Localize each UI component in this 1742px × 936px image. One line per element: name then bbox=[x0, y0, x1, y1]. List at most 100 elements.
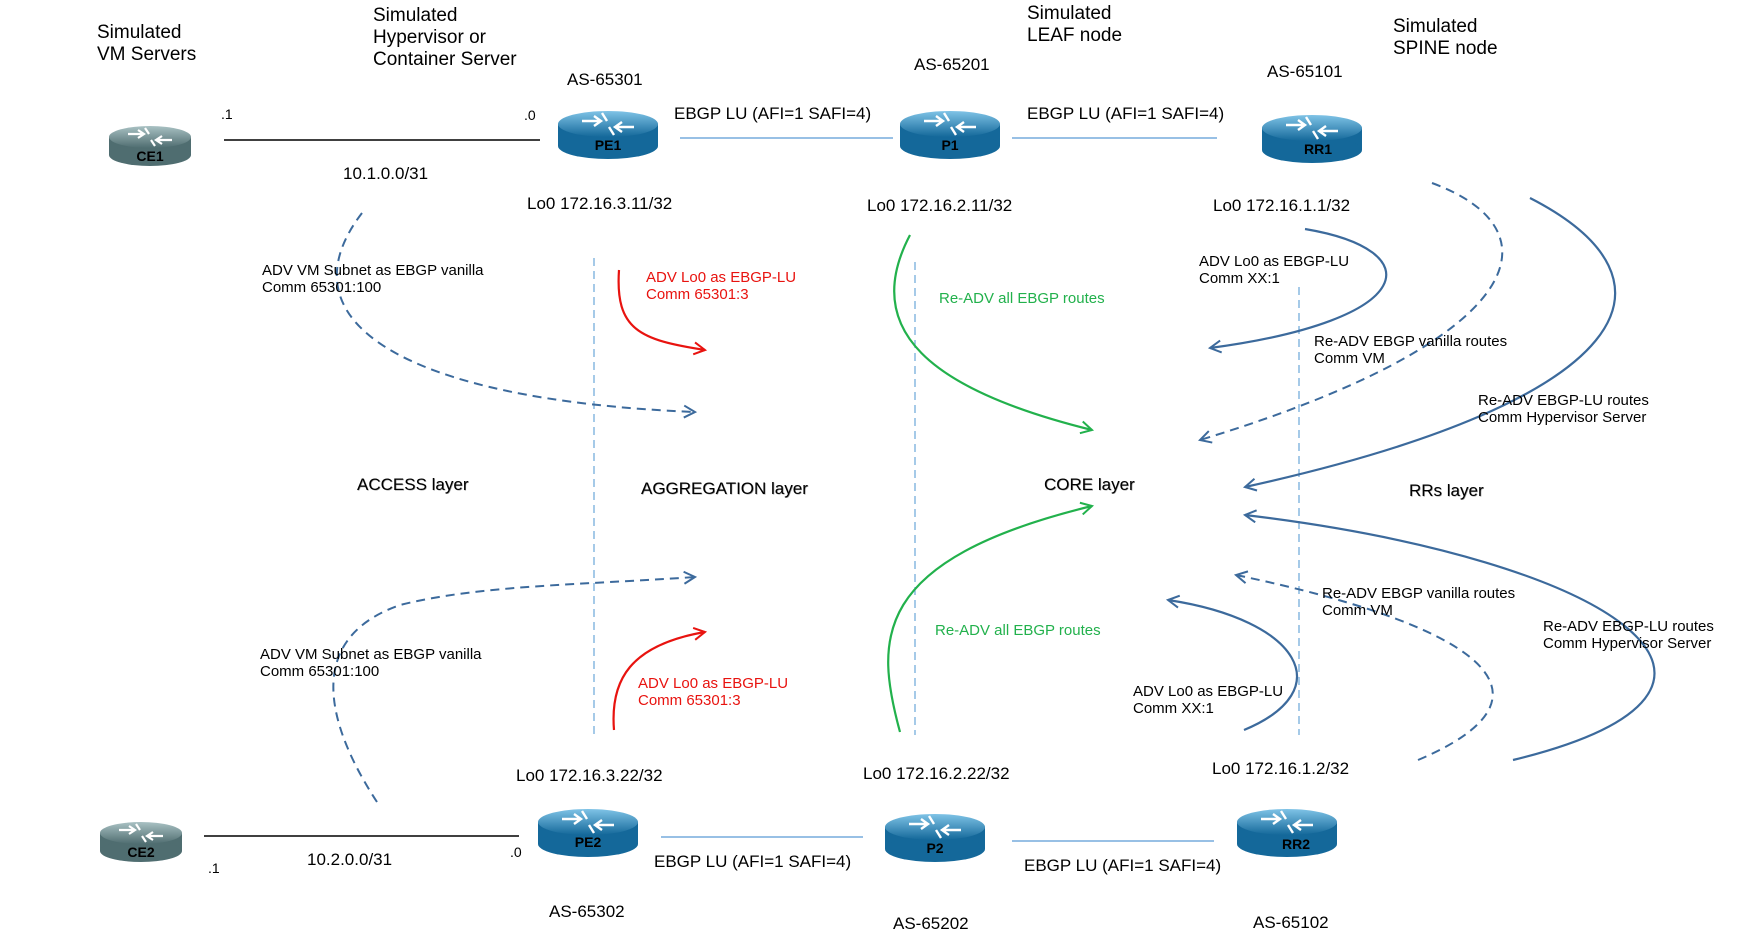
annotation-top-vm-line1: ADV VM Subnet as EBGP vanilla bbox=[262, 262, 484, 279]
label-link-p2-rr2: EBGP LU (AFI=1 SAFI=4) bbox=[1024, 856, 1222, 875]
as-pe1: AS-65301 bbox=[567, 70, 643, 89]
as-rr2: AS-65102 bbox=[1253, 913, 1329, 932]
annotation-bottom-lo0-line2: Comm 65301:3 bbox=[638, 692, 741, 710]
node-label-pe1: PE1 bbox=[594, 137, 622, 153]
annotation-top-vm-line2: Comm 65301:100 bbox=[262, 279, 382, 297]
router-icon-pe1[interactable] bbox=[558, 111, 658, 159]
loopback-p1: Lo0 172.16.2.11/32 bbox=[867, 196, 1013, 215]
annotation-bottom-rr-lu-line2: Comm Hypervisor Server bbox=[1543, 635, 1712, 653]
ip-ce1-side: .1 bbox=[221, 106, 233, 122]
node-label-p1: P1 bbox=[941, 137, 959, 153]
annotation-top-lo0: ADV Lo0 as EBGP-LU Comm 65301:3 bbox=[646, 269, 796, 304]
router-icon-rr1[interactable] bbox=[1262, 115, 1362, 163]
annotation-top-rr-vanilla-line2: Comm VM bbox=[1314, 350, 1385, 368]
arrow-top-vm-subnet bbox=[335, 212, 695, 412]
header-hypervisor-line1: Simulated bbox=[373, 5, 458, 26]
annotation-top-rr-lo0-line2: Comm XX:1 bbox=[1199, 270, 1280, 288]
header-spine-line1: Simulated bbox=[1393, 16, 1478, 37]
node-label-p2: P2 bbox=[926, 840, 944, 856]
header-spine: Simulated SPINE node bbox=[1393, 16, 1498, 60]
annotation-bottom-rr-lo0-line2: Comm XX:1 bbox=[1133, 700, 1214, 718]
annotation-bottom-lo0-line1: ADV Lo0 as EBGP-LU bbox=[638, 675, 789, 692]
annotation-bottom-rr-lo0: ADV Lo0 as EBGP-LU Comm XX:1 bbox=[1133, 683, 1283, 718]
ip-pe2-side: .0 bbox=[510, 844, 522, 860]
loopback-rr2: Lo0 172.16.1.2/32 bbox=[1212, 759, 1350, 778]
layer-aggregation: AGGREGATION layer bbox=[641, 479, 808, 498]
annotation-bottom-vm-line1: ADV VM Subnet as EBGP vanilla bbox=[260, 646, 482, 663]
loopback-p2: Lo0 172.16.2.22/32 bbox=[863, 764, 1010, 783]
annotation-top-rr-lo0-line1: ADV Lo0 as EBGP-LU bbox=[1199, 253, 1350, 270]
arrow-top-rr-vanilla bbox=[1200, 182, 1504, 440]
annotation-top-rr-lu: Re-ADV EBGP-LU routes Comm Hypervisor Se… bbox=[1478, 392, 1649, 427]
annotation-top-vm-subnet: ADV VM Subnet as EBGP vanilla Comm 65301… bbox=[262, 262, 484, 297]
router-icon-ce2[interactable] bbox=[100, 822, 182, 862]
label-link-pe2-p2: EBGP LU (AFI=1 SAFI=4) bbox=[654, 852, 852, 871]
subnet-ce1-pe1: 10.1.0.0/31 bbox=[343, 164, 429, 183]
label-link-pe1-p1: EBGP LU (AFI=1 SAFI=4) bbox=[674, 104, 872, 123]
node-label-ce2: CE2 bbox=[127, 844, 155, 860]
layer-rrs: RRs layer bbox=[1409, 481, 1484, 500]
loopback-rr1: Lo0 172.16.1.1/32 bbox=[1213, 196, 1351, 215]
annotation-bottom-lo0: ADV Lo0 as EBGP-LU Comm 65301:3 bbox=[638, 675, 788, 710]
annotation-top-lo0-line1: ADV Lo0 as EBGP-LU bbox=[646, 269, 797, 286]
header-vm-servers-line1: Simulated bbox=[97, 22, 182, 43]
annotation-bottom-rr-vanilla-line1: Re-ADV EBGP vanilla routes bbox=[1322, 585, 1516, 602]
node-label-rr1: RR1 bbox=[1303, 141, 1332, 157]
ip-pe1-side: .0 bbox=[524, 107, 536, 123]
router-icon-ce1[interactable] bbox=[109, 126, 191, 166]
arrow-bottom-rr-lu bbox=[1245, 515, 1656, 762]
router-icon-pe2[interactable] bbox=[538, 809, 638, 857]
node-label-rr2: RR2 bbox=[1281, 836, 1310, 852]
header-vm-servers-line2: VM Servers bbox=[97, 43, 197, 65]
annotation-bottom-vm-line2: Comm 65301:100 bbox=[260, 663, 380, 681]
router-icon-rr2[interactable] bbox=[1237, 809, 1337, 857]
annotation-bottom-rr-vanilla: Re-ADV EBGP vanilla routes Comm VM bbox=[1322, 585, 1515, 620]
arrow-bottom-vm-subnet bbox=[332, 577, 695, 803]
annotation-top-rr-vanilla-line1: Re-ADV EBGP vanilla routes bbox=[1314, 333, 1508, 350]
router-icon-p2[interactable] bbox=[885, 814, 985, 862]
arrow-top-rr-lo0 bbox=[1210, 227, 1388, 348]
annotation-top-lo0-line2: Comm 65301:3 bbox=[646, 286, 749, 304]
loopback-pe1: Lo0 172.16.3.11/32 bbox=[527, 194, 673, 213]
annotation-bottom-readv-all: Re-ADV all EBGP routes bbox=[935, 622, 1101, 639]
annotation-top-rr-lu-line2: Comm Hypervisor Server bbox=[1478, 409, 1647, 427]
node-label-pe2: PE2 bbox=[574, 834, 602, 850]
loopback-pe2: Lo0 172.16.3.22/32 bbox=[516, 766, 663, 785]
arrow-bottom-lo0 bbox=[612, 632, 705, 731]
annotation-top-rr-lu-line1: Re-ADV EBGP-LU routes bbox=[1478, 392, 1649, 409]
header-spine-line2: SPINE node bbox=[1393, 37, 1498, 59]
router-icon-p1[interactable] bbox=[900, 111, 1000, 159]
annotation-bottom-rr-lu: Re-ADV EBGP-LU routes Comm Hypervisor Se… bbox=[1543, 618, 1714, 653]
arrow-bottom-rr-lo0 bbox=[1168, 600, 1298, 732]
header-leaf: Simulated LEAF node bbox=[1027, 3, 1122, 47]
as-p2: AS-65202 bbox=[893, 914, 969, 933]
header-hypervisor: Simulated Hypervisor or Container Server bbox=[373, 5, 517, 71]
label-link-p1-rr1: EBGP LU (AFI=1 SAFI=4) bbox=[1027, 104, 1225, 123]
arrow-top-rr-lu bbox=[1245, 197, 1617, 487]
header-leaf-line2: LEAF node bbox=[1027, 24, 1123, 46]
arrow-bottom-rr-vanilla bbox=[1236, 575, 1494, 761]
annotation-bottom-rr-lo0-line1: ADV Lo0 as EBGP-LU bbox=[1133, 683, 1284, 700]
annotation-bottom-rr-vanilla-line2: Comm VM bbox=[1322, 602, 1393, 620]
layer-core: CORE layer bbox=[1044, 475, 1135, 494]
annotation-top-rr-vanilla: Re-ADV EBGP vanilla routes Comm VM bbox=[1314, 333, 1507, 368]
arrow-bottom-readv-all bbox=[887, 506, 1092, 733]
header-hypervisor-line2: Hypervisor or bbox=[373, 26, 486, 48]
header-leaf-line1: Simulated bbox=[1027, 3, 1112, 24]
ip-ce2-side: .1 bbox=[208, 860, 220, 876]
as-pe2: AS-65302 bbox=[549, 902, 625, 921]
arrow-top-lo0 bbox=[617, 269, 705, 350]
as-p1: AS-65201 bbox=[914, 55, 990, 74]
subnet-ce2-pe2: 10.2.0.0/31 bbox=[307, 850, 393, 869]
annotation-bottom-rr-lu-line1: Re-ADV EBGP-LU routes bbox=[1543, 618, 1714, 635]
annotation-bottom-vm-subnet: ADV VM Subnet as EBGP vanilla Comm 65301… bbox=[260, 646, 482, 681]
header-hypervisor-line3: Container Server bbox=[373, 48, 517, 70]
header-vm-servers: Simulated VM Servers bbox=[97, 22, 196, 66]
annotation-top-readv-all: Re-ADV all EBGP routes bbox=[939, 290, 1105, 307]
as-rr1: AS-65101 bbox=[1267, 62, 1343, 81]
arrow-top-readv-all bbox=[893, 234, 1092, 430]
annotation-top-rr-lo0: ADV Lo0 as EBGP-LU Comm XX:1 bbox=[1199, 253, 1349, 288]
node-label-ce1: CE1 bbox=[136, 148, 164, 164]
